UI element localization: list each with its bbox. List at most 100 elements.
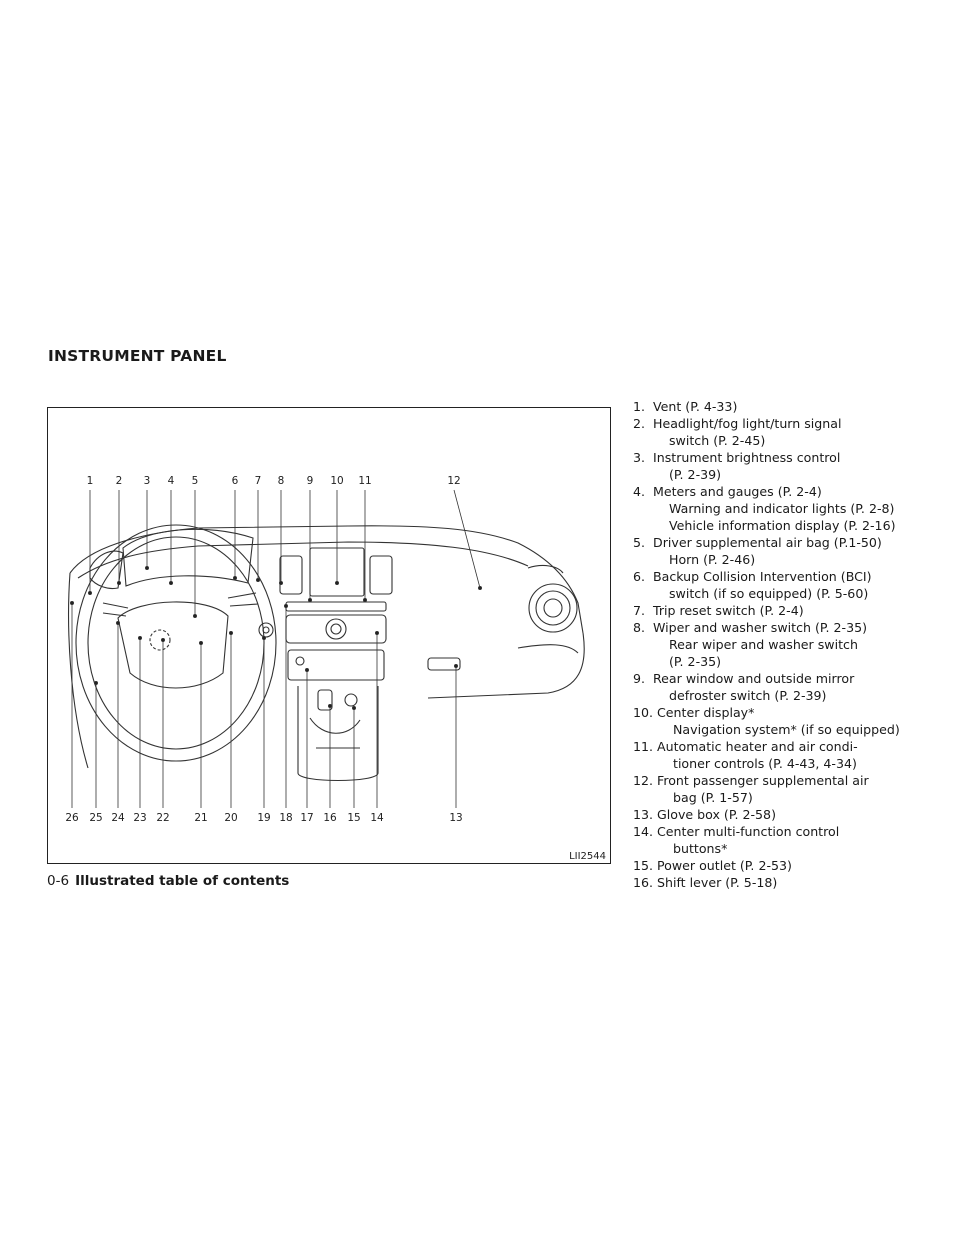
legend-item: 14.Center multi-function control buttons* [633, 823, 933, 857]
legend-item: 4. Meters and gauges (P. 2-4) Warning and … [633, 483, 933, 534]
legend-item-number: 2. [633, 416, 646, 431]
dashboard-outline [68, 524, 585, 782]
leader-lines [69, 489, 482, 808]
callout-label: 23 [133, 812, 146, 824]
page-number: 0-6 [47, 873, 70, 889]
legend-item-text: Instrument brightness control [653, 450, 841, 465]
callout-label: 25 [89, 812, 102, 824]
legend-item-text: Headlight/fog light/turn signal [653, 416, 842, 431]
legend-item-number: 1. [633, 399, 646, 414]
legend-item-text: Center multi-function control [657, 824, 840, 839]
legend-item: 5. Driver supplemental air bag (P.1-50) Ho… [633, 534, 933, 568]
leader-dot [255, 577, 260, 582]
legend-list: 1.Vent (P. 4-33)2. Headlight/fog light/tu… [633, 398, 933, 891]
leader-dot [374, 630, 379, 635]
leader-dot [138, 635, 143, 640]
legend-item-text: (P. 2-35) [669, 654, 722, 669]
leader-dot [304, 667, 309, 672]
leader-dot [94, 680, 99, 685]
legend-item: 11.Automatic heater and air condi-tioner… [633, 738, 933, 772]
legend-item-text: Horn (P. 2-46) [669, 552, 756, 567]
leader-dot [117, 580, 122, 585]
legend-item-text: Trip reset switch (P. 2-4) [653, 603, 804, 618]
callout-label: 3 [144, 475, 151, 487]
callout-label: 12 [447, 475, 460, 487]
leader-dot [453, 663, 458, 668]
section-title: INSTRUMENT PANEL [48, 347, 227, 365]
leader-dot [261, 635, 266, 640]
legend-item-text: Rear wiper and washer switch [669, 637, 858, 652]
leader-dot [198, 640, 203, 645]
legend-item-number: 4. [633, 484, 646, 499]
leader-dot [192, 613, 197, 618]
legend-item: 15.Power outlet (P. 2-53) [633, 857, 933, 874]
leader-dot [228, 630, 233, 635]
legend-item-text: defroster switch (P. 2-39) [669, 688, 827, 703]
legend-item: 6.Backup Collision Intervention (BCI)swi… [633, 568, 933, 602]
callout-label: 8 [278, 475, 285, 487]
callout-label: 9 [307, 475, 314, 487]
callout-label: 16 [323, 812, 337, 824]
legend-item-text: Shift lever (P. 5-18) [657, 875, 778, 890]
callout-label: 7 [255, 475, 262, 487]
legend-item-text: switch (if so equipped) (P. 5-60) [669, 586, 869, 601]
leader-dot [327, 703, 332, 708]
leader-line [453, 489, 481, 589]
legend-item: 1.Vent (P. 4-33) [633, 398, 933, 415]
callout-label: 20 [224, 812, 237, 824]
legend-item: 10.Center display*Navigation system* (if… [633, 704, 933, 738]
leader-dot [362, 597, 367, 602]
legend-item-text: Rear window and outside mirror [653, 671, 855, 686]
leader-dot [334, 580, 339, 585]
legend-item-text: Front passenger supplemental air [657, 773, 869, 788]
footer-label: Illustrated table of contents [75, 873, 290, 889]
legend-item: 3.Instrument brightness control(P. 2-39) [633, 449, 933, 483]
callout-label: 26 [65, 812, 79, 824]
legend-item-number: 7. [633, 603, 646, 618]
legend-item: 7. Trip reset switch (P. 2-4) [633, 602, 933, 619]
leader-dot [232, 575, 237, 580]
legend-item-text: Meters and gauges (P. 2-4) [653, 484, 822, 499]
legend-item-number: 16. [633, 875, 654, 890]
legend-item-number: 9. [633, 671, 646, 686]
legend-item-number: 8. [633, 620, 646, 635]
legend-item-text: Wiper and washer switch (P. 2-35) [653, 620, 868, 635]
leader-dot [116, 620, 121, 625]
leader-dot [477, 585, 482, 590]
callout-label: 13 [449, 812, 462, 824]
callout-label: 24 [111, 812, 125, 824]
legend-item-text: tioner controls (P. 4-43, 4-34) [673, 756, 857, 771]
leader-dot [278, 580, 283, 585]
leader-dot [169, 580, 174, 585]
legend-item: 9. Rear window and outside mirror defroste… [633, 670, 933, 704]
page-footer: 0-6 Illustrated table of contents [47, 873, 289, 889]
figure-id: LII2544 [569, 851, 606, 862]
legend-item: 13.Glove box (P. 2-58) [633, 806, 933, 823]
callout-label: 19 [257, 812, 270, 824]
legend-item-text: buttons* [673, 841, 728, 856]
legend-item-text: Navigation system* (if so equipped) [673, 722, 900, 737]
callout-label: 18 [279, 812, 292, 824]
legend-item-number: 14. [633, 824, 654, 839]
callout-label: 5 [192, 475, 199, 487]
callout-label: 10 [330, 475, 343, 487]
callout-label: 17 [300, 812, 313, 824]
callout-label: 11 [358, 475, 371, 487]
callout-label: 21 [194, 812, 207, 824]
legend-item-text: Glove box (P. 2-58) [657, 807, 776, 822]
legend-item-text: Center display* [657, 705, 755, 720]
leader-dot [69, 600, 74, 605]
legend-item-text: bag (P. 1-57) [673, 790, 753, 805]
callout-label: 6 [232, 475, 239, 487]
legend-item-number: 11. [633, 739, 654, 754]
legend-item-text: Warning and indicator lights (P. 2-8) [669, 501, 895, 516]
legend-item-number: 5. [633, 535, 646, 550]
callout-label: 14 [370, 812, 384, 824]
legend-item-text: Power outlet (P. 2-53) [657, 858, 792, 873]
legend-item-text: Driver supplemental air bag (P.1-50) [653, 535, 882, 550]
